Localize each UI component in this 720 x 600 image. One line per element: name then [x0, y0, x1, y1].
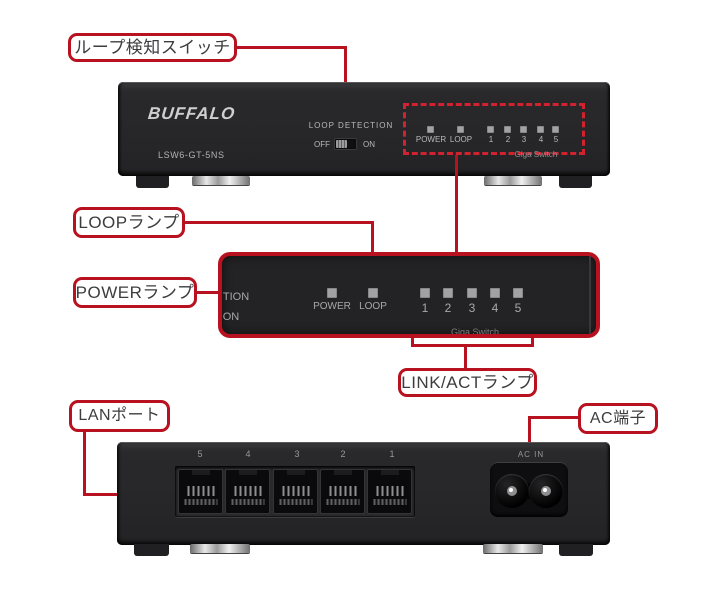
device-foot	[134, 544, 169, 556]
callout-loop-detect-switch: ループ検知スイッチ	[68, 33, 237, 62]
loop-led-label: LOOP	[449, 135, 473, 144]
callout-ac-terminal: AC端子	[578, 403, 658, 434]
port-led-number: 4	[491, 301, 499, 315]
port-led-5	[552, 126, 559, 133]
port-led-number: 3	[521, 135, 527, 144]
callout-lan-port: LANポート	[69, 400, 170, 432]
switch-rear-view: 5 4 3 2 1 AC IN	[117, 442, 610, 545]
callout-line	[411, 336, 414, 347]
port-led-number: 4	[538, 135, 544, 144]
port-led-2	[443, 288, 453, 298]
on-label: ON	[363, 140, 375, 149]
switch-front-view: BUFFALO LSW6-GT-5NS LOOP DETECTION OFF O…	[118, 82, 610, 176]
callout-power-lamp: POWERランプ	[73, 277, 197, 308]
device-foot-metal	[190, 544, 250, 553]
loop-led-label: LOOP	[359, 301, 387, 312]
ac-inlet-pin-left	[507, 486, 517, 496]
callout-line	[83, 430, 86, 496]
device-edge-seam	[589, 256, 591, 334]
port-led-number: 1	[421, 301, 429, 315]
model-number: LSW6-GT-5NS	[158, 150, 225, 160]
port-led-number: 5	[553, 135, 559, 144]
callout-line	[528, 416, 578, 419]
port-led-number: 1	[488, 135, 494, 144]
lan-port-4	[225, 469, 270, 514]
port-led-number: 2	[444, 301, 452, 315]
device-foot	[559, 544, 593, 556]
device-foot	[559, 176, 592, 188]
led-zoom-panel: TION ON POWER LOOP 1 2 3 4 5 Giga Switch	[218, 252, 600, 338]
port-led-number: 3	[468, 301, 476, 315]
port-led-1	[420, 288, 430, 298]
led-area-highlight-box	[403, 103, 585, 155]
callout-link-act-lamp: LINK/ACTランプ	[398, 368, 537, 397]
rear-port-number: 2	[340, 449, 346, 459]
callout-line	[83, 493, 123, 496]
device-foot-metal	[192, 176, 250, 185]
lan-port-1	[367, 469, 412, 514]
brand-logo: BUFFALO	[147, 104, 237, 123]
port-led-4	[537, 126, 544, 133]
device-foot-metal	[484, 176, 542, 185]
power-led-label: POWER	[415, 135, 447, 144]
callout-line	[411, 344, 534, 347]
ac-inlet-pin-right	[541, 486, 551, 496]
on-label-fragment: ON	[222, 311, 240, 323]
power-led	[327, 288, 337, 298]
power-led-label: POWER	[313, 301, 351, 312]
loop-led	[457, 126, 464, 133]
ac-inlet-recess	[490, 462, 568, 517]
port-led-number: 5	[514, 301, 522, 315]
lan-port-5	[178, 469, 223, 514]
product-type-label-fragment: Giga Switch	[450, 327, 500, 337]
lan-ports-recess	[175, 466, 415, 517]
port-led-number: 2	[505, 135, 511, 144]
port-led-1	[487, 126, 494, 133]
callout-line	[371, 221, 374, 282]
callout-line	[344, 46, 347, 108]
callout-line	[464, 344, 467, 370]
port-led-3	[467, 288, 477, 298]
callout-line	[531, 336, 534, 347]
port-led-5	[513, 288, 523, 298]
rear-port-number: 5	[197, 449, 203, 459]
rear-port-number: 3	[294, 449, 300, 459]
lan-port-2	[320, 469, 365, 514]
rear-port-number: 1	[389, 449, 395, 459]
lan-port-3	[273, 469, 318, 514]
callout-line	[455, 155, 458, 253]
callout-line	[237, 46, 347, 49]
ac-in-label: AC IN	[517, 450, 545, 459]
rear-port-number: 4	[245, 449, 251, 459]
product-type-label: Giga Switch	[514, 150, 558, 159]
loop-detection-label: LOOP DETECTION	[308, 121, 394, 130]
device-foot	[136, 176, 169, 188]
power-led	[427, 126, 434, 133]
off-label: OFF	[314, 140, 330, 149]
callout-loop-lamp: LOOPランプ	[73, 207, 185, 238]
loop-detection-label-fragment: TION	[222, 291, 250, 303]
loop-led	[368, 288, 378, 298]
port-led-4	[490, 288, 500, 298]
port-led-2	[504, 126, 511, 133]
loop-detection-switch	[335, 139, 356, 149]
callout-line	[185, 221, 374, 224]
device-foot-metal	[483, 544, 543, 553]
port-led-3	[520, 126, 527, 133]
